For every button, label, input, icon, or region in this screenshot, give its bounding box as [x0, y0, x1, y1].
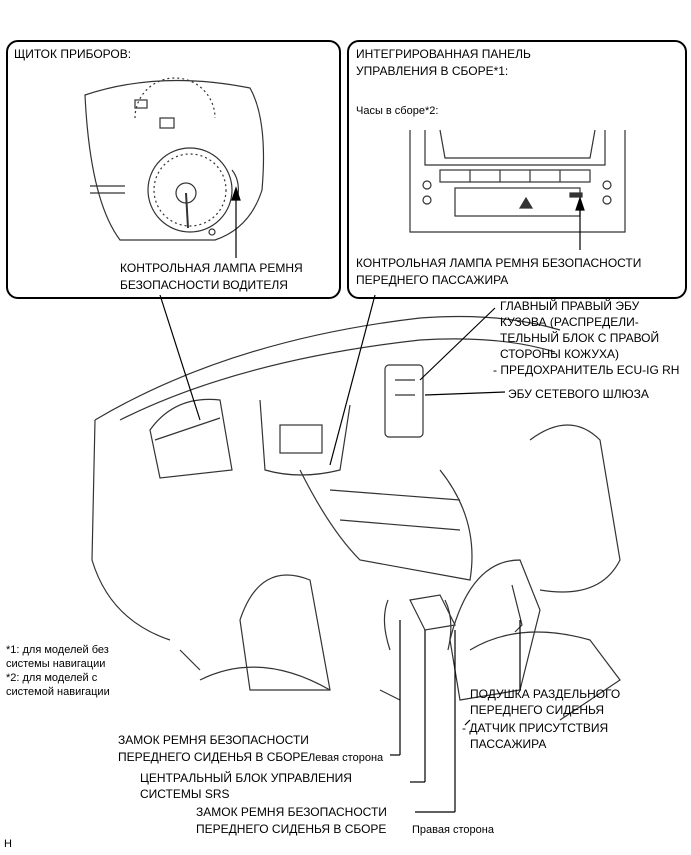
ecu-body-label-3: ТЕЛЬНЫЙ БЛОК С ПРАВОЙ — [500, 331, 660, 345]
note-2a: *2: для моделей с — [6, 672, 98, 684]
left-buckle-label-1: ЗАМОК РЕМНЯ БЕЗОПАСНОСТИ — [118, 733, 309, 747]
srs-center-label-2: СИСТЕМЫ SRS — [140, 787, 230, 801]
corner-mark: H — [4, 838, 12, 850]
integrated-panel-title-1: ИНТЕГРИРОВАННАЯ ПАНЕЛЬ — [356, 47, 531, 61]
left-side-label: Левая сторона — [308, 752, 384, 764]
occupant-sensor-label-2: ПАССАЖИРА — [470, 737, 547, 751]
driver-belt-lamp-label-2: БЕЗОПАСНОСТИ ВОДИТЕЛЯ — [120, 278, 288, 292]
driver-belt-lamp-label-1: КОНТРОЛЬНАЯ ЛАМПА РЕМНЯ — [120, 261, 303, 275]
gateway-ecu-label: ЭБУ СЕТЕВОГО ШЛЮЗА — [508, 387, 649, 401]
right-buckle-label-1: ЗАМОК РЕМНЯ БЕЗОПАСНОСТИ — [196, 805, 387, 819]
passenger-belt-lamp-label-2: ПЕРЕДНЕГО ПАССАЖИРА — [356, 273, 509, 287]
integrated-panel-drawing — [409, 129, 626, 233]
right-side-label: Правая сторона — [412, 824, 494, 836]
seat-cushion-label-1: ПОДУШКА РАЗДЕЛЬНОГО — [470, 687, 621, 701]
seat-cushion-label-2: ПЕРЕДНЕГО СИДЕНЬЯ — [470, 703, 605, 717]
right-buckle-label-2: ПЕРЕДНЕГО СИДЕНЬЯ В СБОРЕ — [196, 822, 387, 836]
note-1a: *1: для моделей без — [6, 644, 109, 656]
occupant-sensor-label-1: - ДАТЧИК ПРИСУТСТВИЯ — [462, 721, 609, 735]
srs-center-label-1: ЦЕНТРАЛЬНЫЙ БЛОК УПРАВЛЕНИЯ — [140, 771, 352, 785]
ecu-body-label-4: СТОРОНЫ КОЖУХА) — [500, 347, 619, 361]
integrated-panel-title-2: УПРАВЛЕНИЯ В СБОРЕ*1: — [356, 64, 509, 78]
leader-lines — [159, 186, 585, 813]
car-interior-drawing — [91, 315, 621, 721]
ecu-body-label-2: КУЗОВА (РАСПРЕДЕЛИ- — [500, 315, 639, 329]
instrument-cluster-drawing — [84, 77, 265, 241]
ecu-body-label-1: ГЛАВНЫЙ ПРАВЫЙ ЭБУ — [500, 299, 640, 313]
clock-label: Часы в сборе*2: — [356, 105, 439, 117]
note-1b: системы навигации — [6, 658, 106, 670]
note-2b: системой навигации — [6, 686, 110, 698]
passenger-belt-lamp-label-1: КОНТРОЛЬНАЯ ЛАМПА РЕМНЯ БЕЗОПАСНОСТИ — [356, 256, 642, 270]
instrument-cluster-title: ЩИТОК ПРИБОРОВ: — [14, 47, 132, 61]
fuse-label: - ПРЕДОХРАНИТЕЛЬ ECU-IG RH — [493, 363, 680, 377]
left-buckle-label-2: ПЕРЕДНЕГО СИДЕНЬЯ В СБОРЕ — [118, 750, 309, 764]
instrument-cluster-panel — [6, 40, 341, 299]
